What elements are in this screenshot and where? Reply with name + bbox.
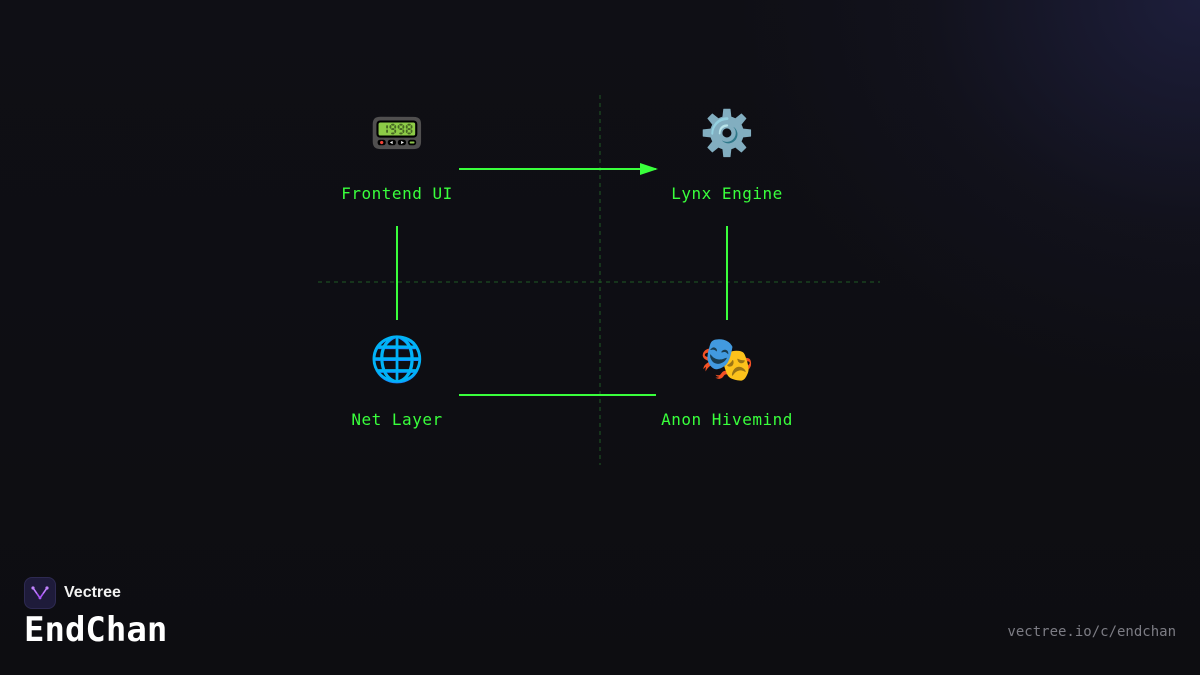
pager-icon: 📟 (369, 108, 425, 159)
node-label-hivemind: Anon Hivemind (661, 410, 793, 429)
project-url[interactable]: vectree.io/c/endchan (1007, 624, 1176, 640)
node-label-net: Net Layer (351, 410, 443, 429)
gear-icon: ⚙️ (699, 108, 755, 159)
brand[interactable]: Vectree (24, 577, 121, 609)
brand-name: Vectree (64, 584, 121, 601)
node-label-frontend: Frontend UI (341, 184, 453, 203)
vectree-logo-icon (24, 577, 56, 609)
theater-masks-icon: 🎭 (699, 334, 755, 385)
node-label-engine: Lynx Engine (671, 184, 783, 203)
project-title: EndChan (24, 610, 168, 650)
globe-icon: 🌐 (369, 334, 425, 385)
